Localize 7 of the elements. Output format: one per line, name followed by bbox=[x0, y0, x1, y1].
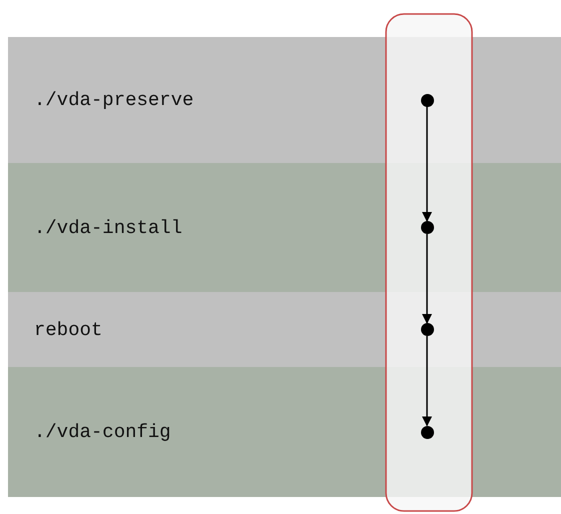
arrow bbox=[422, 234, 432, 324]
arrow bbox=[422, 106, 432, 222]
arrow bbox=[422, 336, 432, 426]
command-text: reboot bbox=[34, 318, 102, 340]
command-text: ./vda-config bbox=[34, 421, 171, 443]
command-text: ./vda-install bbox=[34, 216, 182, 238]
command-text: ./vda-preserve bbox=[34, 89, 194, 111]
